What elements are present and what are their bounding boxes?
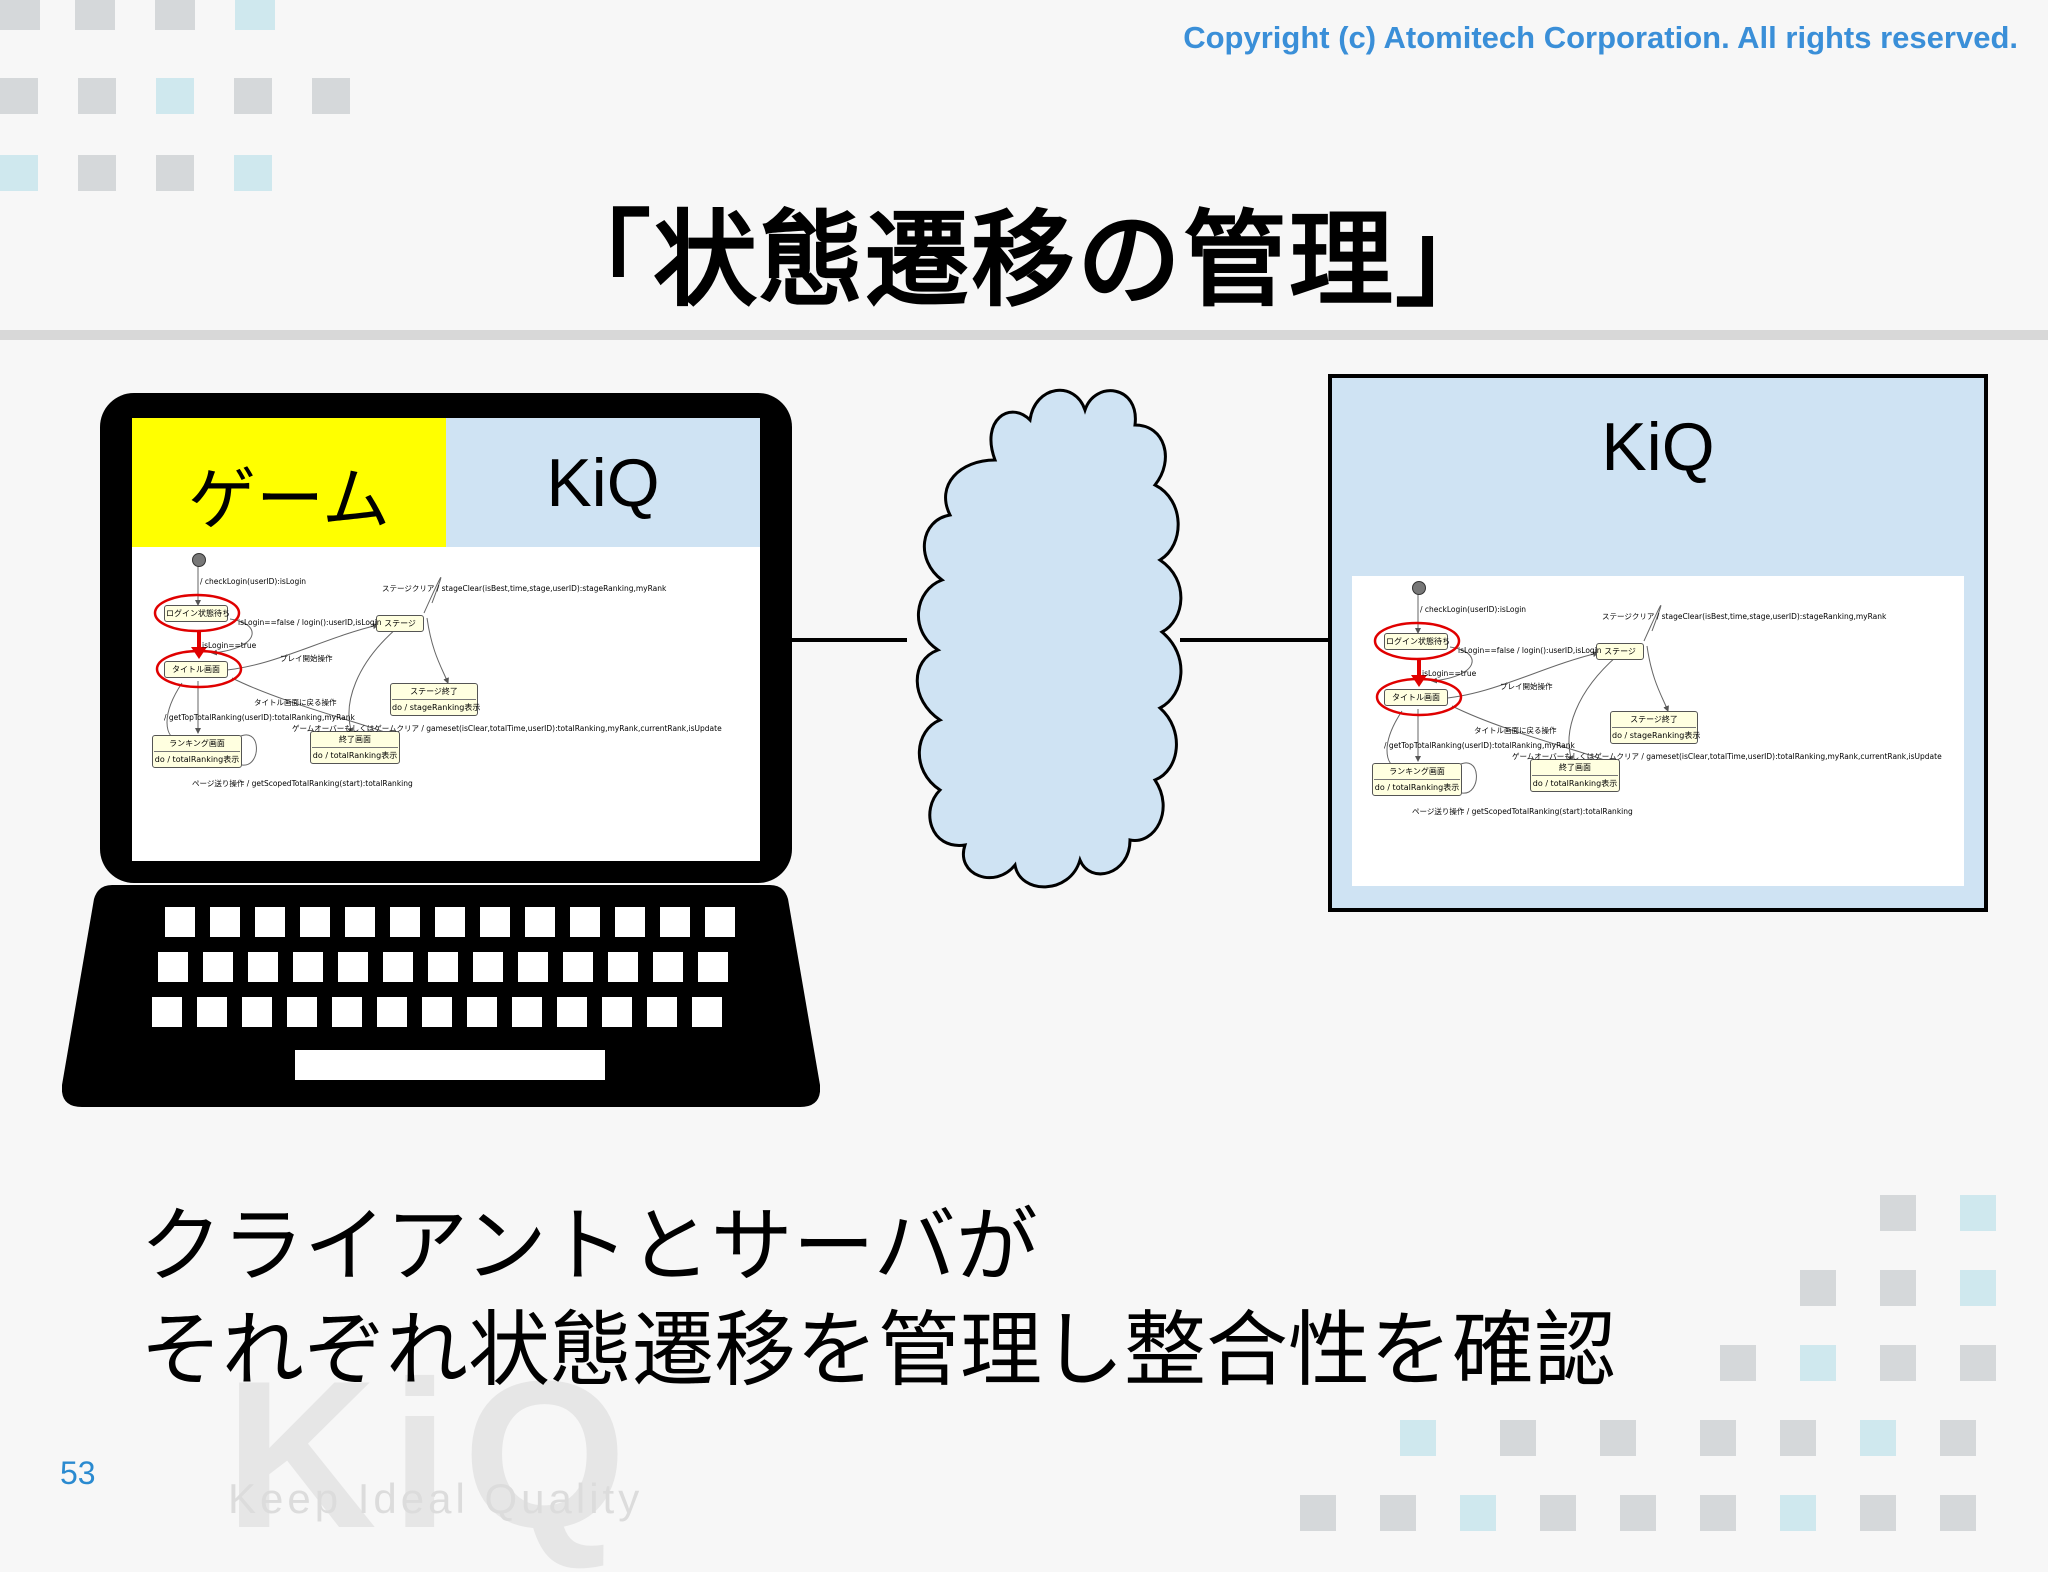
keyboard-key [608,952,638,982]
transition-back-to-title: タイトル画面に戻る操作 [1474,726,1557,735]
network-link-left [792,638,907,642]
keyboard-key [165,907,195,937]
keyboard-key [345,907,375,937]
transition-check-login: / checkLogin(userID):isLogin [1420,605,1527,614]
keyboard-key [602,997,632,1027]
transition-back-to-title: タイトル画面に戻る操作 [254,698,337,707]
network-link-right [1180,638,1328,642]
transition-page-turn: ページ送り操作 / getScopedTotalRanking(start):t… [1412,807,1633,816]
keyboard-key [300,907,330,937]
keyboard-key [653,952,683,982]
keyboard-key [248,952,278,982]
keyboard-key [480,907,510,937]
keyboard-key [152,997,182,1027]
keyboard-key [570,907,600,937]
transition-play-start: プレイ開始操作 [1500,682,1553,691]
keyboard-key [647,997,677,1027]
transition-login-false: isLogin==false / login():userID,isLogin [238,618,382,627]
keyboard-key [293,952,323,982]
keyboard-key [525,907,555,937]
game-panel-label: ゲーム [188,462,390,538]
state-login-wait: ログイン状態待ち [164,605,230,622]
caption-line-2: それぞれ状態遷移を管理し整合性を確認 [140,1303,1617,1398]
keyboard-key [518,952,548,982]
keyboard-key [705,907,735,937]
kiq-client-panel: KiQ [446,418,760,547]
keyboard-key [377,997,407,1027]
keyboard-key [428,952,458,982]
transition-stage-clear: ステージクリア / stageClear(isBest,time,stage,u… [382,584,667,593]
keyboard-key [390,907,420,937]
keyboard-key [203,952,233,982]
keyboard-key [255,907,285,937]
caption: クライアントとサーバが それぞれ状態遷移を管理し整合性を確認 [140,1195,1616,1403]
transition-game-over: ゲームオーバーもしくはゲームクリア / gameset(isClear,tota… [292,724,722,733]
keyboard-key [467,997,497,1027]
keyboard-key [563,952,593,982]
keyboard-key [692,997,722,1027]
slide-title: 「状態遷移の管理」 [546,199,1501,321]
keyboard-key [338,952,368,982]
cloud-icon [915,388,1183,889]
background-decoration [0,0,1996,1531]
keyboard-key [210,907,240,937]
state-stage: ステージ [1596,643,1644,660]
transition-login-false: isLogin==false / login():userID,isLogin [1458,646,1602,655]
transition-game-over: ゲームオーバーもしくはゲームクリア / gameset(isClear,tota… [1512,752,1942,761]
transition-page-turn: ページ送り操作 / getScopedTotalRanking(start):t… [192,779,413,788]
transition-stage-clear: ステージクリア / stageClear(isBest,time,stage,u… [1602,612,1887,621]
transition-login-true: isLogin==true [202,641,257,650]
keyboard-key [242,997,272,1027]
keyboard-key [698,952,728,982]
watermark-tagline: Keep Ideal Quality [228,1475,644,1522]
watermark-logo: KiQ [225,1337,641,1572]
transition-get-top-ranking: / getTopTotalRanking(userID):totalRankin… [1384,741,1575,750]
kiq-client-label: KiQ [546,445,660,521]
keyboard-key [287,997,317,1027]
transition-check-login: / checkLogin(userID):isLogin [200,577,307,586]
caption-line-1: クライアントとサーバが [140,1199,1038,1294]
laptop-keyboard-base [62,885,820,1107]
keyboard-key [512,997,542,1027]
keyboard-key [615,907,645,937]
keyboard-key [422,997,452,1027]
keyboard-key [158,952,188,982]
spacebar [295,1050,605,1080]
transition-get-top-ranking: / getTopTotalRanking(userID):totalRankin… [164,713,355,722]
keyboard-key [197,997,227,1027]
keyboard-key [383,952,413,982]
copyright-notice: Copyright (c) Atomitech Corporation. All… [1183,20,2018,55]
transition-play-start: プレイ開始操作 [280,654,333,663]
keyboard-key [435,907,465,937]
keyboard-key [332,997,362,1027]
transition-login-true: isLogin==true [1422,669,1477,678]
title-divider [0,330,2048,340]
game-panel: ゲーム [132,418,446,547]
keyboard-key [473,952,503,982]
state-stage: ステージ [376,615,424,632]
state-login-wait: ログイン状態待ち [1384,633,1450,650]
state-title-screen: タイトル画面 [164,661,228,678]
state-title-screen: タイトル画面 [1384,689,1448,706]
kiq-server-label: KiQ [1601,409,1715,485]
page-number: 53 [60,1455,96,1491]
keyboard-key [660,907,690,937]
keyboard-key [557,997,587,1027]
